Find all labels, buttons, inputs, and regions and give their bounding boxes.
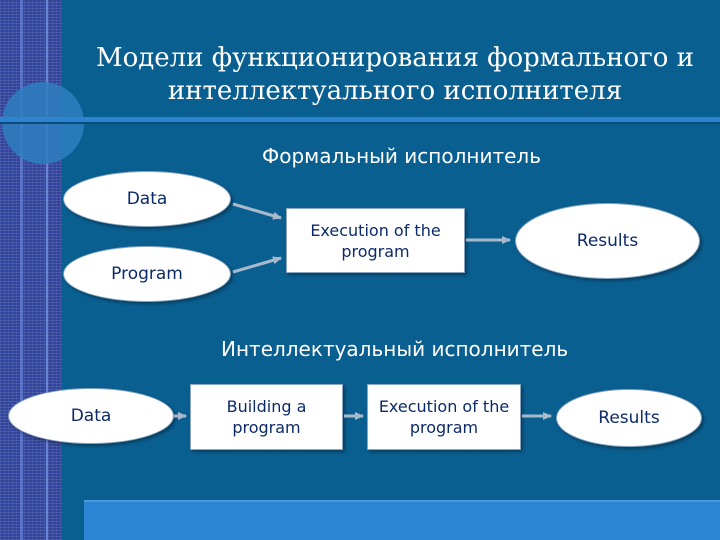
intellectual-heading: Интеллектуальный исполнитель bbox=[221, 337, 569, 361]
formal-results-oval: Results bbox=[515, 203, 700, 279]
intellectual-building-label: Building a program bbox=[226, 397, 307, 437]
formal-data-oval: Data bbox=[63, 171, 231, 227]
formal-program-oval: Program bbox=[63, 246, 231, 302]
title-divider-shadow bbox=[0, 122, 720, 124]
intellectual-data-oval: Data bbox=[8, 388, 174, 444]
footer-bar-edge bbox=[84, 500, 720, 502]
slide-title: Модели функционирования формального и ин… bbox=[95, 43, 695, 106]
arrow-program-to-execution bbox=[232, 256, 282, 274]
title-divider bbox=[0, 117, 720, 122]
intellectual-results-oval: Results bbox=[556, 389, 702, 447]
formal-results-label: Results bbox=[576, 231, 639, 251]
formal-execution-box: Execution of the program bbox=[286, 208, 465, 273]
arrow-data-to-execution bbox=[232, 202, 282, 220]
formal-data-label: Data bbox=[126, 189, 168, 209]
footer-bar bbox=[84, 502, 720, 540]
formal-program-label: Program bbox=[111, 264, 183, 284]
intellectual-building-box: Building a program bbox=[190, 384, 343, 450]
intellectual-results-label: Results bbox=[598, 408, 660, 428]
formal-execution-label: Execution of the program bbox=[310, 220, 441, 261]
intellectual-execution-label: Execution of the program bbox=[378, 397, 510, 437]
formal-heading: Формальный исполнитель bbox=[262, 144, 541, 168]
decorative-strip-line bbox=[20, 0, 23, 540]
intellectual-data-label: Data bbox=[70, 406, 112, 426]
decorative-strip-line bbox=[46, 0, 48, 540]
intellectual-execution-box: Execution of the program bbox=[367, 384, 521, 450]
